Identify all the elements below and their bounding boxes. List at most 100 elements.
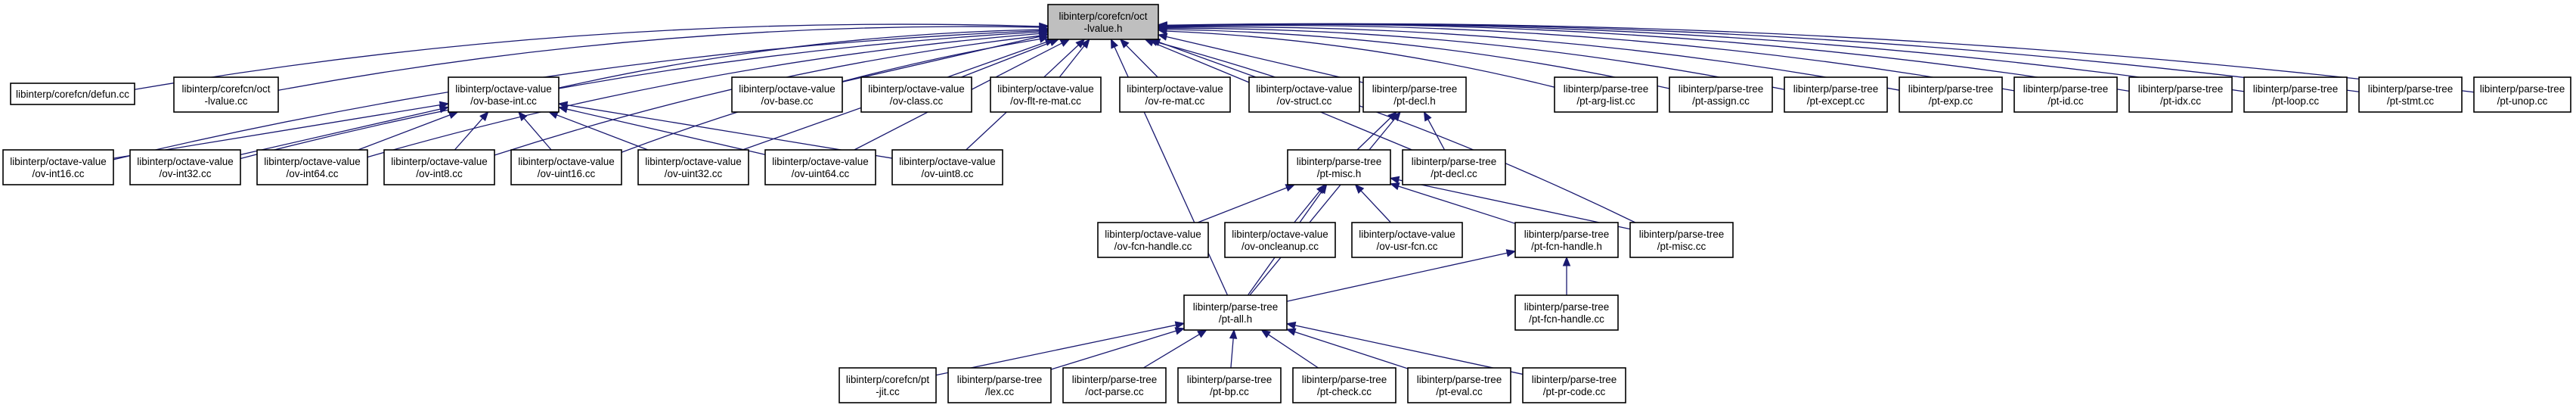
node-pt-check-cc[interactable]: libinterp/parse-tree/pt-check.cc: [1292, 367, 1396, 403]
node-box: [1522, 367, 1626, 403]
arrowhead-icon: [1174, 327, 1186, 335]
node-pt-decl-h[interactable]: libinterp/parse-tree/pt-decl.h: [1362, 76, 1467, 113]
edge-pt-decl-cc-to-pt-decl-h: [1423, 111, 1446, 151]
node-label-line: /pt-id.cc: [2047, 95, 2084, 107]
node-label-line: /pt-fcn-handle.h: [1531, 241, 1602, 252]
node-pt-arg-list-cc[interactable]: libinterp/parse-tree/pt-arg-list.cc: [1554, 76, 1658, 113]
node-pt-except-cc[interactable]: libinterp/parse-tree/pt-except.cc: [1784, 76, 1888, 113]
node-pt-fcn-handle-h[interactable]: libinterp/parse-tree/pt-fcn-handle.h: [1514, 222, 1619, 258]
node-ov-int8-cc[interactable]: libinterp/octave-value/ov-int8.cc: [383, 149, 495, 185]
arrowhead-icon: [547, 111, 559, 120]
edge-oct-parse-cc-to-pt-all-h: [1142, 329, 1207, 369]
node-pt-pr-code-cc[interactable]: libinterp/parse-tree/pt-pr-code.cc: [1522, 367, 1626, 403]
edge-line: [240, 31, 1040, 160]
node-box: [1062, 367, 1167, 403]
node-pt-id-cc[interactable]: libinterp/parse-tree/pt-id.cc: [2013, 76, 2118, 113]
arrowhead-icon: [1354, 184, 1365, 194]
node-ov-flt-re-mat-cc[interactable]: libinterp/octave-value/ov-flt-re-mat.cc: [990, 76, 1102, 113]
node-box: [764, 149, 876, 185]
node-box: [1248, 76, 1360, 113]
node-pt-bp-cc[interactable]: libinterp/parse-tree/pt-bp.cc: [1177, 367, 1282, 403]
edge-line: [1050, 330, 1176, 370]
node-ov-re-mat-cc[interactable]: libinterp/octave-value/ov-re-mat.cc: [1119, 76, 1231, 113]
node-label-line: -jit.cc: [876, 386, 900, 397]
node-oct-lvalue-cc[interactable]: libinterp/corefcn/oct-lvalue.cc: [173, 76, 279, 113]
node-pt-all-h[interactable]: libinterp/parse-tree/pt-all.h: [1183, 294, 1288, 331]
node-ov-uint32-cc[interactable]: libinterp/octave-value/ov-uint32.cc: [637, 149, 749, 185]
arrowhead-icon: [1110, 38, 1119, 49]
arrowhead-icon: [557, 101, 569, 109]
arrowhead-icon: [1285, 328, 1297, 336]
edge-pt-misc-cc-to-pt-misc-h: [1389, 176, 1631, 230]
node-pt-assign-cc[interactable]: libinterp/parse-tree/pt-assign.cc: [1669, 76, 1773, 113]
edge-pt-misc-h-to-pt-decl-h: [1356, 111, 1397, 151]
arrowhead-icon: [1174, 321, 1186, 329]
node-pt-loop-cc[interactable]: libinterp/parse-tree/pt-loop.cc: [2243, 76, 2348, 113]
node-oct-lvalue-h[interactable]: libinterp/corefcn/oct-lvalue.h: [1047, 4, 1159, 40]
arrowhead-icon: [1389, 176, 1400, 184]
node-label-line: /ov-uint8.cc: [921, 168, 973, 179]
arrowhead-icon: [1157, 33, 1168, 41]
node-pt-decl-cc[interactable]: libinterp/parse-tree/pt-decl.cc: [1402, 149, 1506, 185]
node-ov-base-cc[interactable]: libinterp/octave-value/ov-base.cc: [731, 76, 843, 113]
edge-pt-all-h-to-pt-fcn-handle-h: [1286, 249, 1517, 302]
node-pt-stmt-cc[interactable]: libinterp/parse-tree/pt-stmt.cc: [2358, 76, 2463, 113]
node-ov-struct-cc[interactable]: libinterp/octave-value/ov-struct.cc: [1248, 76, 1360, 113]
node-ov-usr-fcn-cc[interactable]: libinterp/octave-value/ov-usr-fcn.cc: [1351, 222, 1463, 258]
node-pt-fcn-handle-cc[interactable]: libinterp/parse-tree/pt-fcn-handle.cc: [1514, 294, 1619, 331]
node-box: [1362, 76, 1467, 113]
node-pt-idx-cc[interactable]: libinterp/parse-tree/pt-idx.cc: [2128, 76, 2233, 113]
node-box: [1514, 294, 1619, 331]
node-lex-cc[interactable]: libinterp/parse-tree/lex.cc: [947, 367, 1052, 403]
node-label-line: /pt-decl.h: [1393, 95, 1436, 107]
arrowhead-icon: [1285, 321, 1297, 330]
edge-line: [1356, 117, 1391, 151]
node-pt-exp-cc[interactable]: libinterp/parse-tree/pt-exp.cc: [1899, 76, 2003, 113]
edge-line: [1398, 179, 1631, 230]
node-ov-fcn-handle-cc[interactable]: libinterp/octave-value/ov-fcn-handle.cc: [1097, 222, 1209, 258]
node-ov-uint64-cc[interactable]: libinterp/octave-value/ov-uint64.cc: [764, 149, 876, 185]
edge-line: [1059, 45, 1085, 78]
edge-line: [935, 324, 1176, 376]
node-defun-cc[interactable]: libinterp/corefcn/defun.cc: [10, 83, 135, 105]
edge-line: [113, 30, 1040, 160]
node-label-line: /ov-int64.cc: [286, 168, 338, 179]
edge-line: [1294, 325, 1524, 375]
node-label-line: /pt-misc.h: [1317, 168, 1362, 179]
node-label-line: libinterp/parse-tree: [1187, 374, 1273, 385]
node-pt-misc-cc[interactable]: libinterp/parse-tree/pt-misc.cc: [1629, 222, 1734, 258]
node-ov-class-cc[interactable]: libinterp/octave-value/ov-class.cc: [860, 76, 972, 113]
node-box: [1224, 222, 1336, 258]
node-pt-eval-cc[interactable]: libinterp/parse-tree/pt-eval.cc: [1407, 367, 1511, 403]
node-ov-uint16-cc[interactable]: libinterp/octave-value/ov-uint16.cc: [510, 149, 622, 185]
node-box: [637, 149, 749, 185]
node-pt-unop-cc[interactable]: libinterp/parse-tree/pt-unop.cc: [2473, 76, 2571, 113]
node-label-line: /ov-int16.cc: [32, 168, 84, 179]
node-box: [173, 76, 279, 113]
node-pt-misc-h[interactable]: libinterp/parse-tree/pt-misc.h: [1287, 149, 1391, 185]
node-pt-jit-cc[interactable]: libinterp/corefcn/pt-jit.cc: [839, 367, 937, 403]
edge-line: [566, 108, 766, 155]
node-ov-int32-cc[interactable]: libinterp/octave-value/ov-int32.cc: [129, 149, 241, 185]
node-label-line: libinterp/octave-value: [1232, 229, 1328, 240]
node-ov-int16-cc[interactable]: libinterp/octave-value/ov-int16.cc: [2, 149, 114, 185]
node-box: [2013, 76, 2118, 113]
node-label-line: -lvalue.cc: [204, 95, 247, 107]
node-label-line: /ov-flt-re-mat.cc: [1010, 95, 1081, 107]
arrowhead-icon: [479, 111, 489, 122]
node-label-line: /pt-misc.cc: [1657, 241, 1706, 252]
node-ov-int64-cc[interactable]: libinterp/octave-value/ov-int64.cc: [256, 149, 368, 185]
node-ov-uint8-cc[interactable]: libinterp/octave-value/ov-uint8.cc: [891, 149, 1003, 185]
node-label-line: libinterp/corefcn/pt: [846, 374, 930, 385]
node-label-line: /ov-uint64.cc: [792, 168, 850, 179]
edge-ov-flt-re-mat-cc-to-oct-lvalue-h: [1059, 38, 1090, 78]
arrowhead-icon: [1075, 39, 1086, 48]
node-oct-parse-cc[interactable]: libinterp/parse-tree/oct-parse.cc: [1062, 367, 1167, 403]
node-ov-base-int-cc[interactable]: libinterp/octave-value/ov-base-int.cc: [448, 76, 560, 113]
edge-ov-int32-cc-to-ov-base-int-cc: [240, 105, 450, 155]
node-label-line: libinterp/parse-tree: [1793, 83, 1879, 95]
node-label-line: libinterp/parse-tree: [1532, 374, 1617, 385]
node-ov-oncleanup-cc[interactable]: libinterp/octave-value/ov-oncleanup.cc: [1224, 222, 1336, 258]
node-label-line: /ov-usr-fcn.cc: [1376, 241, 1437, 252]
